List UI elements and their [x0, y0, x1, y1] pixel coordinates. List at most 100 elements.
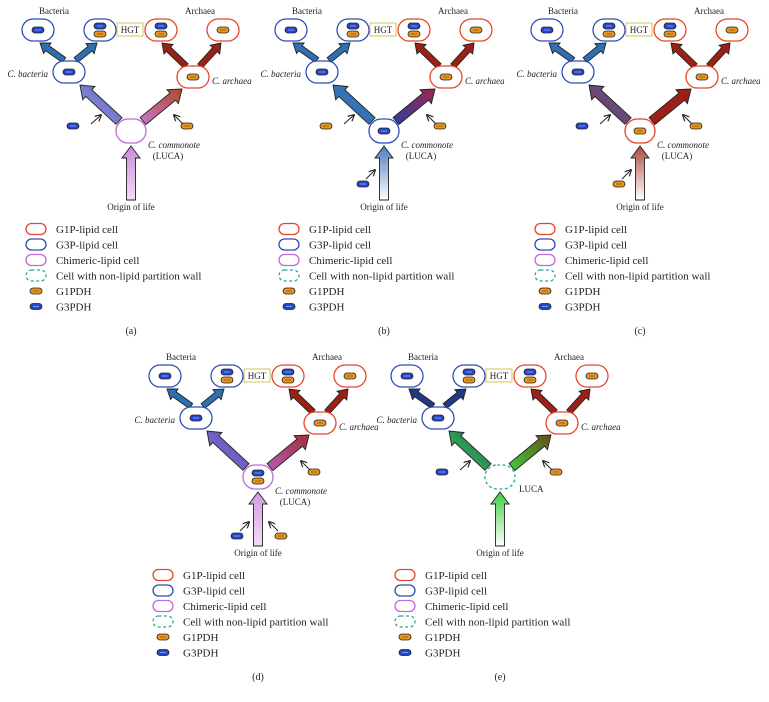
bacteria-label: Bacteria	[39, 6, 69, 16]
bacteria-branch-arrow	[582, 42, 607, 63]
left-main-arrow	[588, 84, 632, 125]
legend-label-g1p: G1P-lipid cell	[425, 570, 487, 582]
archaea-branch-arrow	[450, 42, 475, 69]
legend-label-g3p: G3P-lipid cell	[56, 240, 118, 252]
legend-label-g1pdh: G1PDH	[565, 286, 601, 298]
legend-swatch-chimeric	[394, 599, 416, 613]
bacteria-cell-2	[452, 364, 486, 388]
acquire-arrow	[427, 115, 437, 125]
legend-label-g1p: G1P-lipid cell	[56, 224, 118, 236]
c-archaea-label: C. archaea	[721, 76, 761, 86]
right-main-arrow	[139, 88, 183, 126]
acquire-arrow	[683, 115, 693, 125]
bacteria-label: Bacteria	[292, 6, 322, 16]
archaea-label: Archaea	[694, 6, 724, 16]
archaea-cell-1	[653, 18, 687, 42]
legend-label-g3p: G3P-lipid cell	[565, 240, 627, 252]
legend-label-g3pdh: G3PDH	[183, 648, 219, 660]
origin-label: Origin of life	[476, 548, 524, 558]
archaea-branch-arrow	[670, 42, 698, 69]
legend-label-g3pdh: G3PDH	[565, 302, 601, 314]
acquire-arrow	[174, 115, 184, 125]
luca-cell	[115, 118, 147, 144]
c-bacteria-label: C. bacteria	[135, 415, 176, 425]
panel-caption: (d)	[252, 672, 264, 683]
hgt-label: HGT	[490, 371, 509, 381]
legend-label-g1pdh: G1PDH	[425, 632, 461, 644]
legend-label-nonlipid: Cell with non-lipid partition wall	[56, 271, 201, 283]
legend-label-g3p: G3P-lipid cell	[425, 586, 487, 598]
legend-swatch-g1p	[534, 222, 556, 236]
luca-name-label: C. commonote	[657, 140, 709, 150]
acquire-arrow	[90, 115, 101, 125]
legend-label-g1pdh: G1PDH	[56, 286, 92, 298]
archaea-cell-1	[513, 364, 547, 388]
panel-caption: (b)	[378, 326, 390, 337]
hgt-box	[485, 368, 513, 383]
legend-label-chimeric: Chimeric-lipid cell	[56, 255, 139, 267]
legend-label-nonlipid: Cell with non-lipid partition wall	[425, 617, 570, 629]
legend-swatch-g1p	[25, 222, 47, 236]
legend-label-chimeric: Chimeric-lipid cell	[425, 601, 508, 613]
legend-label-g1pdh: G1PDH	[309, 286, 345, 298]
luca-name-label: C. commonote	[148, 140, 200, 150]
acquire-arrow	[365, 170, 375, 180]
legend-label-chimeric: Chimeric-lipid cell	[183, 601, 266, 613]
bacteria-branch-arrow	[39, 42, 67, 64]
bacteria-cell-2	[83, 18, 117, 42]
bacteria-branch-arrow	[326, 42, 351, 63]
legend-label-g1p: G1P-lipid cell	[183, 570, 245, 582]
archaea-branch-arrow	[530, 388, 558, 415]
legend-label-g3pdh: G3PDH	[56, 302, 92, 314]
origin-label: Origin of life	[234, 548, 282, 558]
c-bacteria-label: C. bacteria	[377, 415, 418, 425]
left-main-arrow	[206, 430, 250, 471]
legend-swatch-chimeric	[534, 253, 556, 267]
bacteria-cell-2	[210, 364, 244, 388]
legend-swatch-g3p	[25, 238, 47, 251]
legend-swatch-chimeric	[152, 599, 174, 613]
acquire-arrow	[599, 115, 610, 125]
right-main-arrow	[392, 88, 436, 126]
legend-swatch-nonlipid	[394, 615, 416, 628]
archaea-branch-arrow	[288, 388, 316, 415]
acquire-arrow	[301, 461, 311, 471]
legend-swatch-g3p	[394, 584, 416, 597]
bacteria-cell-2	[336, 18, 370, 42]
bacteria-label: Bacteria	[166, 352, 196, 362]
luca-cell	[484, 464, 516, 490]
archaea-branch-arrow	[706, 42, 731, 69]
archaea-branch-arrow	[161, 42, 189, 69]
archaea-label: Archaea	[185, 6, 215, 16]
archaea-label: Archaea	[554, 352, 584, 362]
legend-swatch-nonlipid	[534, 269, 556, 282]
bacteria-branch-arrow	[548, 42, 576, 64]
hgt-label: HGT	[374, 25, 393, 35]
legend-label-g1p: G1P-lipid cell	[309, 224, 371, 236]
origin-stem-arrow	[374, 145, 394, 201]
hgt-label: HGT	[121, 25, 140, 35]
bacteria-label: Bacteria	[408, 352, 438, 362]
archaea-branch-arrow	[566, 388, 591, 415]
archaea-cell-1	[271, 364, 305, 388]
origin-stem-arrow	[248, 491, 268, 547]
archaea-label: Archaea	[312, 352, 342, 362]
legend-swatch-chimeric	[278, 253, 300, 267]
c-bacteria-label: C. bacteria	[517, 69, 558, 79]
archaea-label: Archaea	[438, 6, 468, 16]
panel-caption: (a)	[125, 326, 136, 337]
hgt-box	[243, 368, 271, 383]
bacteria-branch-arrow	[73, 42, 98, 63]
legend-label-nonlipid: Cell with non-lipid partition wall	[565, 271, 710, 283]
legend-swatch-g1p	[278, 222, 300, 236]
archaea-branch-arrow	[414, 42, 442, 69]
legend-swatch-nonlipid	[152, 615, 174, 628]
legend-swatch-g3p	[152, 584, 174, 597]
c-archaea-label: C. archaea	[581, 422, 621, 432]
panel-caption: (e)	[494, 672, 505, 683]
bacteria-branch-arrow	[200, 388, 225, 409]
legend-label-g1p: G1P-lipid cell	[565, 224, 627, 236]
